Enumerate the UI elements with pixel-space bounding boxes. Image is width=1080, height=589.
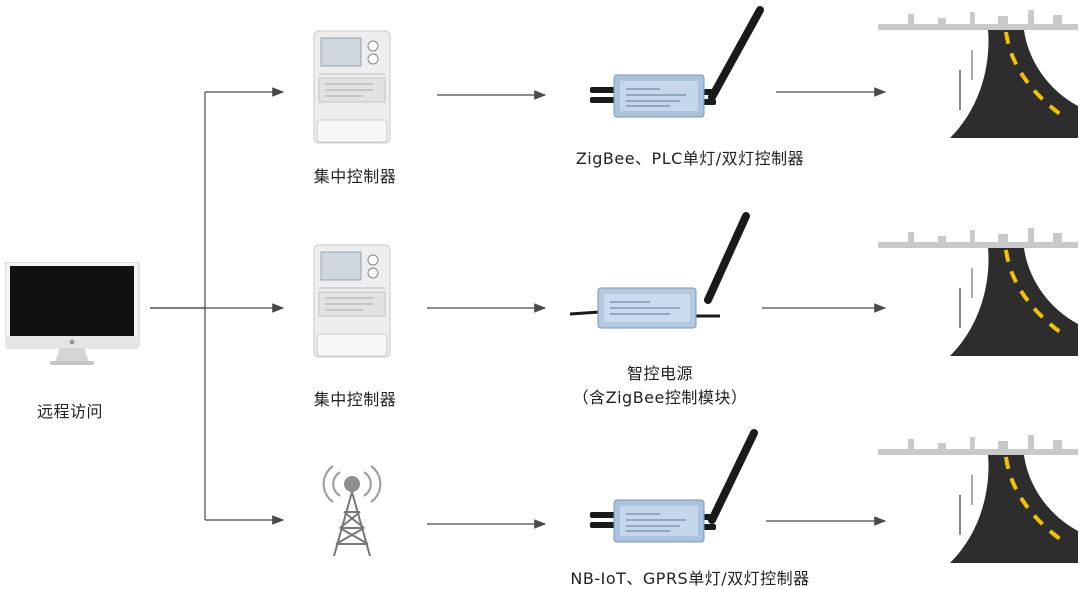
cell-tower-icon [322, 465, 382, 557]
concentrator-2-label: 集中控制器 [313, 390, 397, 409]
remote-access-label: 远程访问 [36, 402, 103, 421]
lamp-controller-icon [590, 6, 764, 118]
computer-monitor-icon [5, 262, 140, 365]
smart-power-supply-icon [570, 212, 750, 329]
concentrator-meter-icon [313, 244, 391, 358]
controller-2-label-line2: （含ZigBee控制模块） [572, 388, 748, 407]
controller-2-label-line1: 智控电源 [626, 364, 693, 383]
street-road-icon [878, 10, 1078, 138]
street-road-icon [878, 435, 1078, 563]
concentrator-meter-icon [313, 30, 391, 144]
controller-1-label: ZigBee、PLC单灯/双灯控制器 [575, 149, 805, 168]
controller-3-label: NB-IoT、GPRS单灯/双灯控制器 [570, 569, 810, 588]
street-road-icon [878, 228, 1078, 356]
lamp-controller-icon [590, 429, 758, 543]
concentrator-1-label: 集中控制器 [313, 167, 397, 186]
